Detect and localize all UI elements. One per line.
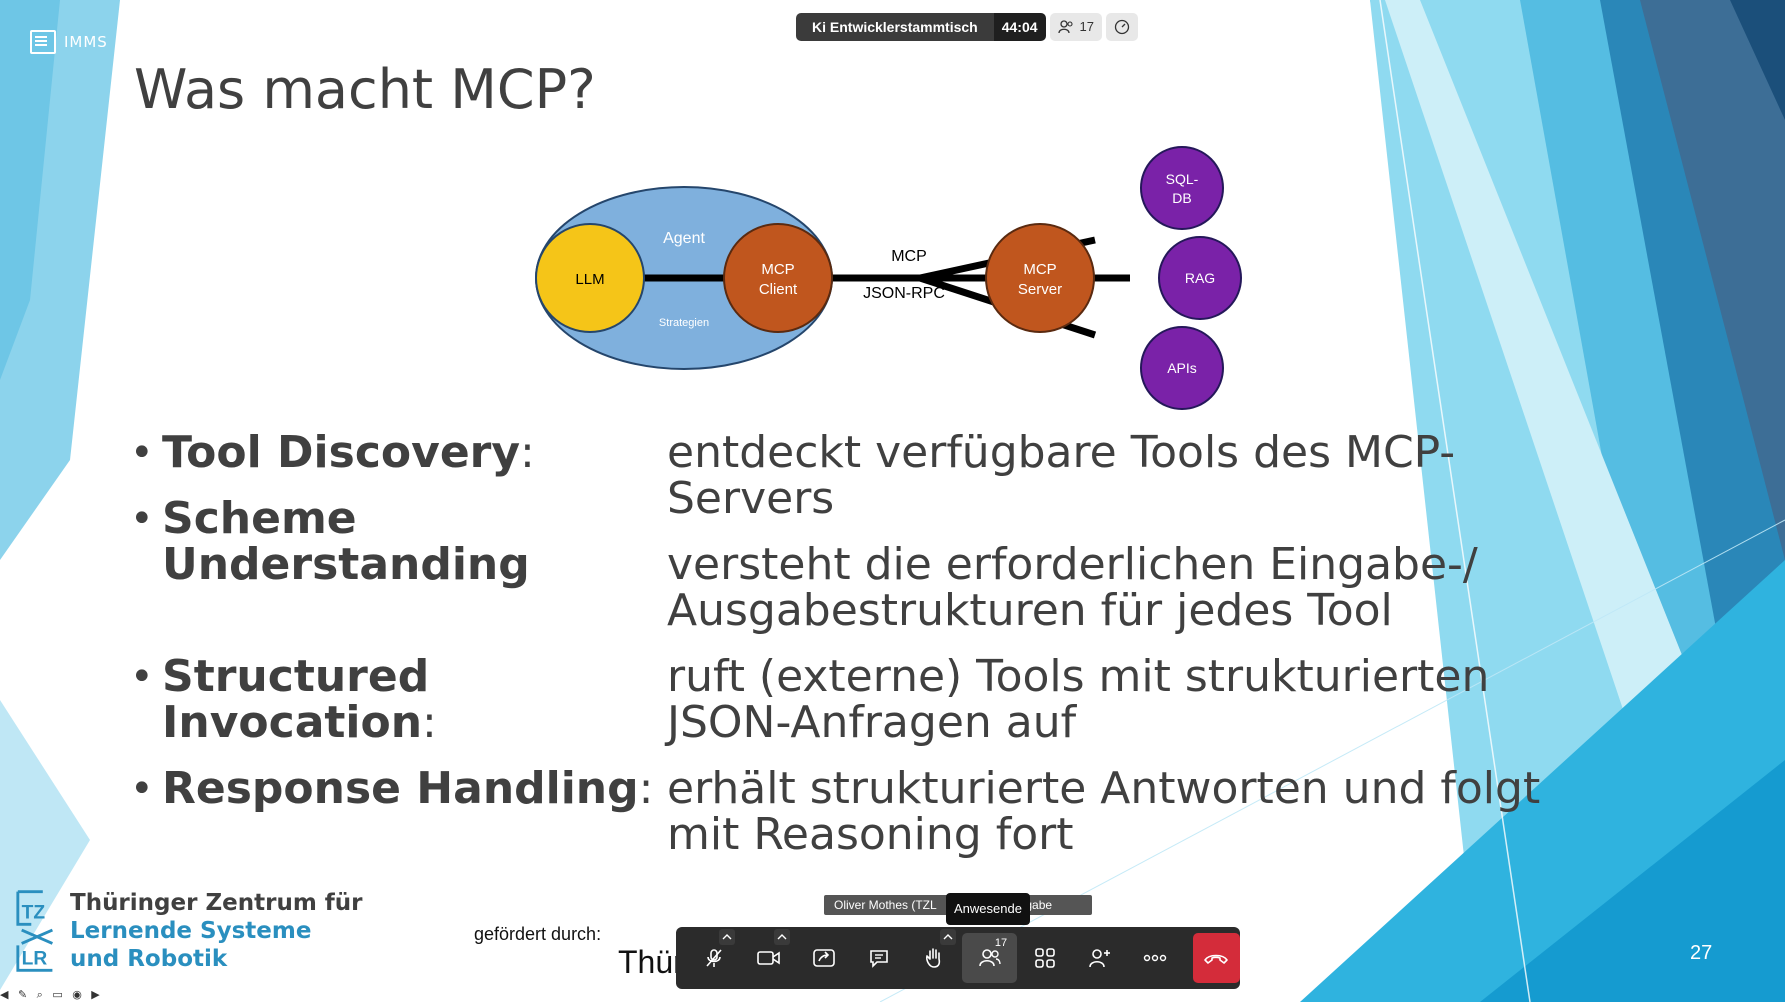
- meeting-info-bar: Ki Entwicklerstammtisch 44:04 17: [796, 13, 1139, 41]
- json-rpc-label: JSON-RPC: [863, 285, 945, 302]
- funder-logo-text: Thür: [618, 944, 684, 980]
- raise-hand-button[interactable]: [907, 929, 962, 983]
- share-screen-button[interactable]: [796, 933, 851, 983]
- chat-button[interactable]: [852, 933, 907, 983]
- tzlsr-logo-icon: TZ LR: [16, 890, 53, 972]
- add-person-icon: [1089, 949, 1110, 968]
- participants-badge: 17: [994, 937, 1008, 949]
- imms-logo-icon: [30, 30, 56, 54]
- participants-count: 17: [1079, 19, 1095, 34]
- bullet-dot: •: [130, 654, 154, 700]
- more-options-button[interactable]: [1128, 933, 1183, 983]
- bullet-description: versteht die erforderlichen Eingabe-/ Au…: [667, 539, 1478, 636]
- sql-db-node: [1140, 146, 1224, 230]
- tzlsr-name-line-1: Thüringer Zentrum für: [70, 890, 363, 916]
- bullet-term: Response Handling:: [162, 763, 654, 814]
- mcp-server-node: [985, 223, 1095, 333]
- sql-db-label-1: SQL-: [1166, 171, 1199, 187]
- camera-icon: [756, 951, 780, 965]
- imms-logo: IMMS: [30, 30, 108, 54]
- imms-brand-text: IMMS: [64, 33, 108, 51]
- bullet-description: entdeckt verfügbare Tools des MCP-Server…: [667, 427, 1456, 524]
- mic-options-caret[interactable]: [719, 929, 736, 945]
- more-icon: [1143, 954, 1167, 962]
- mcp-client-label-1: MCP: [761, 261, 794, 278]
- mcp-diagram: LLM Agent Strategien MCP Client MCP JSON…: [535, 146, 1242, 410]
- end-call-icon: [1204, 954, 1229, 964]
- bullet-dot: •: [130, 430, 154, 476]
- tzlsr-name-line-3: und Robotik: [70, 946, 228, 972]
- meeting-timer: 44:04: [993, 13, 1046, 41]
- tzlsr-name: Thüringer Zentrum für Lernende Systeme u…: [70, 889, 363, 973]
- llm-label: LLM: [575, 271, 604, 288]
- bullet-description: ruft (externe) Tools mit strukturierten …: [667, 651, 1490, 748]
- chevron-up-icon: [722, 934, 732, 940]
- apis-node: [1140, 326, 1224, 410]
- bullet-term: Scheme Understanding:: [162, 493, 530, 590]
- apis-label: APIs: [1167, 360, 1197, 376]
- participants-icon: [978, 949, 1001, 967]
- meeting-name[interactable]: Ki Entwicklerstammtisch: [796, 13, 994, 41]
- sql-db-label-2: DB: [1172, 190, 1191, 206]
- mute-button[interactable]: [686, 929, 741, 983]
- invite-person-button[interactable]: [1072, 933, 1127, 983]
- mcp-server-label-2: Server: [1018, 281, 1062, 298]
- mcp-link-label: MCP: [891, 248, 927, 265]
- agent-label: Agent: [663, 230, 705, 247]
- bullet-item: • Response Handling: erhält strukturiert…: [130, 766, 1567, 858]
- bullet-description: erhält strukturierte Antworten und folgt…: [667, 763, 1541, 860]
- chevron-up-icon: [943, 934, 953, 940]
- bullet-item: • Scheme Understanding: versteht die erf…: [130, 496, 1567, 634]
- bullet-item: • Tool Discovery: entdeckt verfügbare To…: [130, 430, 1567, 522]
- bullet-term: Tool Discovery:: [162, 427, 535, 478]
- slide-number: 27: [1690, 942, 1713, 964]
- presenter-controls[interactable]: ◀ ✎ ⌕ ▭ ◉ ▶: [0, 988, 103, 1001]
- bullet-item: • Structured Invocation: ruft (externe) …: [130, 654, 1567, 746]
- share-screen-icon: [813, 949, 835, 967]
- connection-quality-chip[interactable]: [1106, 13, 1139, 41]
- leave-call-button[interactable]: [1192, 933, 1240, 983]
- tzlsr-name-line-2: Lernende Systeme: [70, 918, 312, 944]
- svg-text:LR: LR: [22, 949, 48, 970]
- slide-title: Was macht MCP?: [134, 58, 596, 121]
- call-toolbar: 17: [676, 927, 1240, 989]
- grid-view-button[interactable]: [1017, 933, 1072, 983]
- participants-tooltip: Anwesende: [946, 893, 1030, 925]
- tzlsr-logo: TZ LR Thüringer Zentrum für Lernende Sys…: [14, 886, 363, 976]
- rag-node: [1158, 236, 1242, 320]
- reactions-options-caret[interactable]: [939, 929, 956, 945]
- chevron-up-icon: [777, 934, 787, 940]
- gauge-icon: [1114, 19, 1130, 35]
- bullet-dot: •: [130, 766, 154, 812]
- camera-button[interactable]: [741, 929, 796, 983]
- participants-chip[interactable]: 17: [1049, 13, 1103, 41]
- participants-button[interactable]: 17: [961, 933, 1018, 983]
- svg-text:TZ: TZ: [22, 903, 46, 924]
- camera-options-caret[interactable]: [774, 929, 791, 945]
- grid-view-icon: [1034, 948, 1055, 968]
- mic-muted-icon: [705, 949, 722, 967]
- mcp-server-label-1: MCP: [1023, 261, 1056, 278]
- mcp-client-label-2: Client: [759, 281, 798, 298]
- rag-label: RAG: [1185, 270, 1215, 286]
- participants-icon: [1057, 20, 1073, 34]
- bullet-dot: •: [130, 496, 154, 542]
- strategien-label: Strategien: [659, 317, 709, 329]
- chat-icon: [870, 950, 888, 968]
- llm-node: [535, 223, 645, 333]
- mcp-client-node: [723, 223, 833, 333]
- bullet-term: Structured Invocation:: [162, 651, 437, 748]
- funded-by-label: gefördert durch:: [474, 924, 602, 944]
- raise-hand-icon: [926, 948, 941, 968]
